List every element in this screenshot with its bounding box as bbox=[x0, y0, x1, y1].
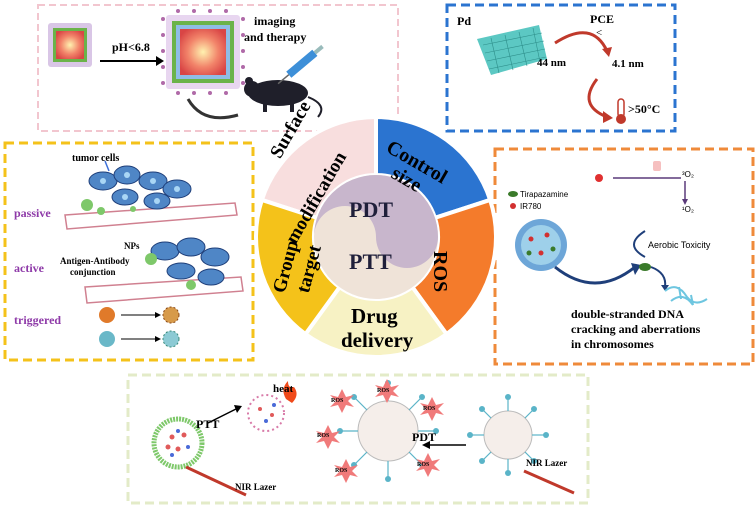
conjunction-label-1: Antigen-Antibody bbox=[60, 256, 130, 266]
ph-curve-arrow bbox=[186, 98, 239, 120]
nir-right-label: NIR Lazer bbox=[526, 458, 568, 468]
ros-label-4: ROS bbox=[317, 433, 330, 439]
ptt-label: PTT bbox=[196, 417, 220, 431]
nanoparticle-swollen bbox=[161, 9, 245, 95]
vessel-upper bbox=[64, 202, 238, 230]
tumor-cells-lower bbox=[150, 237, 230, 286]
laser-right bbox=[523, 469, 575, 495]
bottom-panel-frame bbox=[126, 373, 590, 505]
ir780-marker bbox=[510, 203, 516, 209]
heat-label: heat bbox=[273, 383, 294, 395]
ros-label-6: ROS bbox=[417, 462, 430, 468]
pd-nanosheet bbox=[477, 25, 547, 75]
passive-label: passive bbox=[14, 206, 51, 220]
tumor-cells-label: tumor cells bbox=[72, 153, 120, 164]
triggered-row-2 bbox=[99, 330, 180, 348]
target-panel-graphics bbox=[64, 160, 244, 348]
ph-condition-label: pH<6.8 bbox=[112, 40, 150, 54]
dna-result-line2: cracking and aberrations bbox=[571, 322, 701, 336]
nir-left-label: NIR Lazer bbox=[235, 482, 277, 492]
size-arrow-1 bbox=[554, 31, 609, 52]
conjunction-label-2: conjunction bbox=[70, 267, 116, 277]
pce-label: PCE bbox=[590, 12, 614, 26]
syringe-icon bbox=[277, 44, 324, 85]
dna-result-line1: double-stranded DNA bbox=[571, 307, 685, 321]
drug-label-line2: delivery bbox=[341, 328, 414, 352]
nanoparticle-small bbox=[48, 23, 92, 67]
size-panel-graphics bbox=[477, 25, 626, 124]
therapy-label: and therapy bbox=[244, 30, 307, 44]
ph-panel-graphics bbox=[48, 9, 324, 120]
ptt-center-label: PTT bbox=[349, 249, 392, 274]
fire-icon bbox=[283, 381, 297, 403]
pdt-label: PDT bbox=[412, 430, 436, 444]
ros-label-2: ROS bbox=[377, 388, 390, 394]
dna-icon bbox=[664, 286, 708, 306]
thermometer-icon bbox=[616, 98, 626, 124]
ir780-label: IR780 bbox=[520, 202, 542, 211]
tirapazamine-marker bbox=[508, 191, 518, 197]
target-panel-frame bbox=[3, 141, 255, 362]
mouse-icon bbox=[244, 77, 323, 118]
ros-bursts bbox=[316, 379, 444, 483]
size-arrow-2 bbox=[587, 78, 608, 119]
compare-sign: < bbox=[596, 27, 603, 39]
burst-nanoparticle bbox=[247, 394, 285, 432]
aerobic-toxicity-label: Aerobic Toxicity bbox=[648, 240, 711, 250]
drug-label-line1: Drug bbox=[351, 304, 398, 328]
ros-label-5: ROS bbox=[335, 468, 348, 474]
laser-left bbox=[185, 465, 247, 497]
center-wheel bbox=[254, 114, 498, 359]
size-large-label: 44 nm bbox=[537, 57, 567, 69]
singlet-oxygen-label: ¹O₂ bbox=[682, 205, 694, 214]
dna-result-line3: in chromosomes bbox=[571, 337, 654, 351]
ph-panel-frame bbox=[37, 4, 399, 132]
ros-label-3: ROS bbox=[423, 406, 436, 412]
size-small-label: 4.1 nm bbox=[612, 58, 644, 70]
ros-segment-label: ROS bbox=[429, 251, 451, 293]
ros-panel-frame bbox=[493, 147, 755, 366]
size-panel-frame bbox=[445, 3, 677, 133]
bottom-panel-graphics bbox=[151, 379, 575, 497]
imaging-label: imaging bbox=[254, 14, 296, 28]
inner-circle-top bbox=[314, 175, 438, 268]
ros-label-1: ROS bbox=[331, 398, 344, 404]
cell-nuclei-upper bbox=[100, 172, 180, 204]
pd-label: Pd bbox=[457, 14, 472, 28]
triggered-row-1 bbox=[99, 306, 180, 324]
tirapazamine-label: Tirapazamine bbox=[520, 190, 569, 199]
triggered-label: triggered bbox=[14, 313, 62, 327]
active-label: active bbox=[14, 261, 44, 275]
ros-nanoparticle bbox=[515, 219, 567, 271]
pdt-center-label: PDT bbox=[349, 197, 393, 222]
temperature-label: >50°C bbox=[628, 102, 661, 116]
nps-passive bbox=[81, 199, 136, 215]
nps-active bbox=[145, 253, 196, 290]
light-icon bbox=[653, 161, 661, 171]
ptt-nanoparticle bbox=[151, 416, 205, 470]
nps-label: NPs bbox=[124, 241, 140, 251]
ros-panel-graphics bbox=[508, 161, 708, 306]
triplet-oxygen-label: ³O₂ bbox=[682, 170, 694, 179]
pdt-nanoparticle-right bbox=[467, 394, 549, 476]
